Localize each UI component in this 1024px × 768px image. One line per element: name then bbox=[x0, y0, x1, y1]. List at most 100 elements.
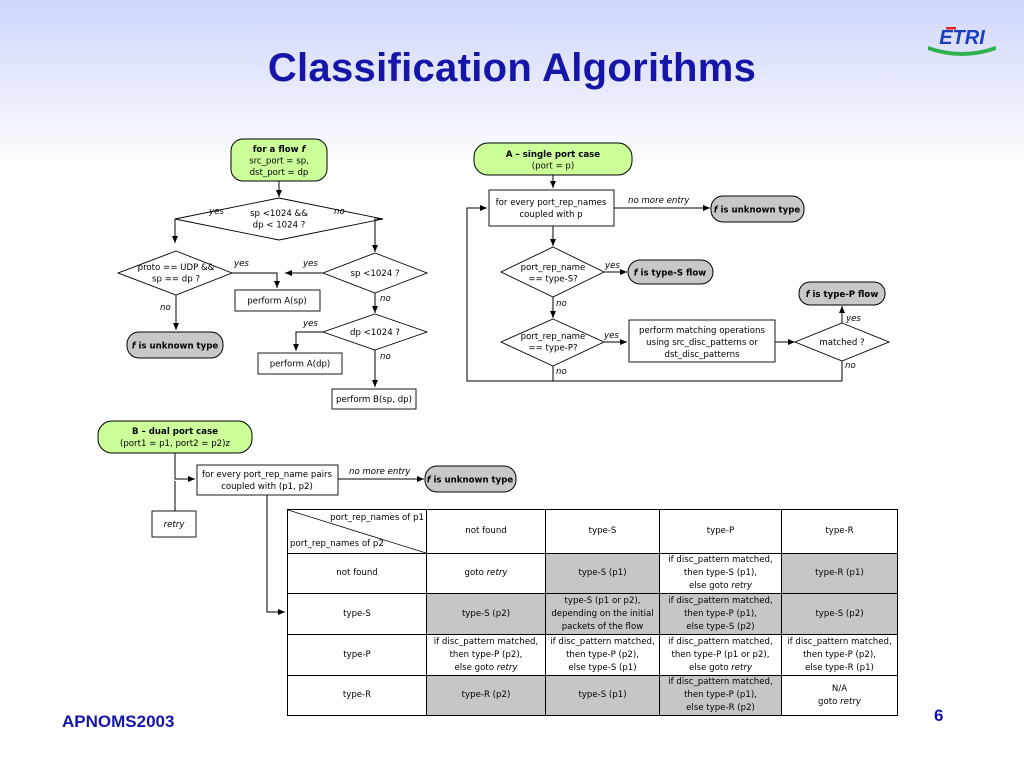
logo-swoosh bbox=[928, 46, 996, 56]
flow-a-start-line2: (port = p) bbox=[532, 162, 574, 172]
type-p-flow-text: f is type-P flow bbox=[806, 290, 879, 300]
unknown-b-text: f is unknown type bbox=[427, 476, 514, 486]
table-cell: type-S (p2) bbox=[781, 593, 898, 635]
etri-logo: ETRI bbox=[928, 27, 996, 56]
loop-b-line1: for every port_rep_name pairs bbox=[202, 470, 333, 480]
table-cell: N/A goto retry bbox=[781, 675, 898, 716]
d2-line2: sp == dp ? bbox=[152, 275, 200, 285]
label-d1-yes: yes bbox=[208, 207, 224, 217]
d1-line2: dp < 1024 ? bbox=[253, 221, 306, 231]
table-cell: type-S (p1) bbox=[545, 553, 660, 594]
col-header-not-found: not found bbox=[426, 509, 546, 554]
label-dM-no: no bbox=[845, 361, 856, 371]
start-flow-line1: for a flow f bbox=[253, 145, 307, 155]
table-cell: type-S (p1) bbox=[545, 675, 660, 716]
perform-a-dp-text: perform A(dp) bbox=[270, 360, 331, 370]
start-flow-line2: src_port = sp, bbox=[249, 157, 309, 167]
unknown-main-text: f is unknown type bbox=[132, 342, 219, 352]
d3-line1: sp <1024 ? bbox=[350, 269, 399, 279]
end-unknown-type-a bbox=[710, 195, 805, 223]
main-flowchart: for a flow f src_port = sp, dst_port = d… bbox=[116, 138, 429, 410]
page-number: 6 bbox=[934, 706, 944, 725]
table-cell: type-S (p2) bbox=[426, 593, 546, 635]
table-cell: if disc_pattern matched, then type-P (p1… bbox=[659, 675, 782, 716]
logo-accent bbox=[946, 27, 956, 30]
end-unknown-type-b bbox=[424, 465, 517, 493]
d1-line1: sp <1024 && bbox=[250, 209, 308, 219]
process-perform-b bbox=[331, 388, 417, 410]
row-header-type-r: type-R bbox=[287, 675, 427, 716]
row-header-not-found: not found bbox=[287, 553, 427, 594]
end-type-s-flow bbox=[627, 259, 714, 285]
arrow-d2-yes bbox=[232, 272, 280, 288]
corner-p1-label: port_rep_names of p1 bbox=[330, 513, 424, 523]
match-op-line1: perform matching operations bbox=[639, 326, 766, 336]
label-a-no-more: no more entry bbox=[628, 196, 690, 206]
table-cell: if disc_pattern matched, then type-P (p2… bbox=[781, 634, 898, 676]
dS-line1: port_rep_name bbox=[521, 263, 586, 273]
unknown-a-text: f is unknown type bbox=[714, 206, 801, 216]
flow-a-start-line1: A – single port case bbox=[506, 150, 600, 160]
table-cell: if disc_pattern matched, then type-S (p1… bbox=[659, 553, 782, 594]
dP-line1: port_rep_name bbox=[521, 332, 586, 342]
decision-sp-dp-1024 bbox=[174, 197, 384, 241]
decision-table: port_rep_names of p1 port_rep_names of p… bbox=[287, 509, 898, 716]
row-header-type-p: type-P bbox=[287, 634, 427, 676]
dS-line2: == type-S? bbox=[528, 275, 577, 285]
arrow-b-start-to-loop bbox=[174, 453, 195, 482]
retry-box bbox=[151, 510, 197, 538]
decision-proto-udp bbox=[116, 250, 234, 296]
table-cell: if disc_pattern matched, then type-P (p2… bbox=[545, 634, 660, 676]
table-cell: type-S (p1 or p2), depending on the init… bbox=[545, 593, 660, 635]
label-d2-yes: yes bbox=[233, 259, 249, 269]
table-cell: type-R (p2) bbox=[426, 675, 546, 716]
label-d3-yes: yes bbox=[302, 259, 318, 269]
loop-port-rep-name-pairs bbox=[196, 464, 339, 496]
loop-a-line1: for every port_rep_names bbox=[496, 198, 607, 208]
flow-b-start-line1: B – dual port case bbox=[132, 427, 218, 437]
label-dP-no: no bbox=[556, 367, 567, 377]
flow-a-single-port: A – single port case (port = p) for ever… bbox=[466, 142, 891, 382]
flow-b-start-line2: (port1 = p1, port2 = p2)z bbox=[120, 439, 231, 449]
arrow-d4-yes bbox=[293, 331, 323, 351]
match-op-line3: dst_disc_patterns bbox=[665, 350, 741, 360]
label-d3-no: no bbox=[380, 294, 391, 304]
start-flow-line3: dst_port = dp bbox=[250, 168, 309, 178]
type-s-flow-text: f is type-S flow bbox=[634, 269, 707, 279]
table-row: type-R type-R (p2) type-S (p1) if disc_p… bbox=[287, 675, 898, 716]
table-cell: if disc_pattern matched, then type-P (p1… bbox=[659, 634, 782, 676]
label-d4-yes: yes bbox=[302, 319, 318, 329]
end-type-p-flow bbox=[798, 281, 886, 306]
label-dM-yes: yes bbox=[845, 314, 861, 324]
arrow-b-to-table bbox=[266, 495, 285, 615]
process-matching-operations bbox=[628, 319, 776, 363]
col-header-type-r: type-R bbox=[781, 509, 898, 554]
d4-line1: dp <1024 ? bbox=[350, 328, 400, 338]
table-cell: if disc_pattern matched, then type-P (p2… bbox=[426, 634, 546, 676]
slide-title: Classification Algorithms bbox=[267, 46, 757, 90]
loop-b-line2: coupled with (p1, p2) bbox=[221, 482, 313, 492]
label-dS-yes: yes bbox=[604, 261, 620, 271]
end-unknown-type-main bbox=[126, 331, 224, 359]
label-d2-no: no bbox=[160, 303, 171, 313]
table-row: not found goto retry type-S (p1) if disc… bbox=[287, 553, 898, 594]
match-op-line2: using src_disc_patterns or bbox=[646, 338, 758, 348]
retry-text: retry bbox=[164, 520, 186, 530]
perform-a-sp-text: perform A(sp) bbox=[247, 297, 307, 307]
loop-back-line-a bbox=[466, 205, 843, 382]
logo-text: ETRI bbox=[939, 27, 985, 49]
table-corner-cell: port_rep_names of p1 port_rep_names of p… bbox=[287, 509, 427, 554]
table-cell: if disc_pattern matched, then type-P (p1… bbox=[659, 593, 782, 635]
row-header-type-s: type-S bbox=[287, 593, 427, 635]
label-d1-no: no bbox=[334, 207, 345, 217]
table-row: type-S type-S (p2) type-S (p1 or p2), de… bbox=[287, 593, 898, 635]
loop-a-line2: coupled with p bbox=[519, 210, 582, 220]
col-header-type-p: type-P bbox=[659, 509, 782, 554]
dP-line2: == type-P? bbox=[528, 344, 577, 354]
label-dS-no: no bbox=[556, 299, 567, 309]
label-dP-yes: yes bbox=[603, 331, 619, 341]
loop-port-rep-names bbox=[488, 189, 615, 227]
table-row: type-P if disc_pattern matched, then typ… bbox=[287, 634, 898, 676]
process-perform-a-sp bbox=[234, 289, 321, 312]
